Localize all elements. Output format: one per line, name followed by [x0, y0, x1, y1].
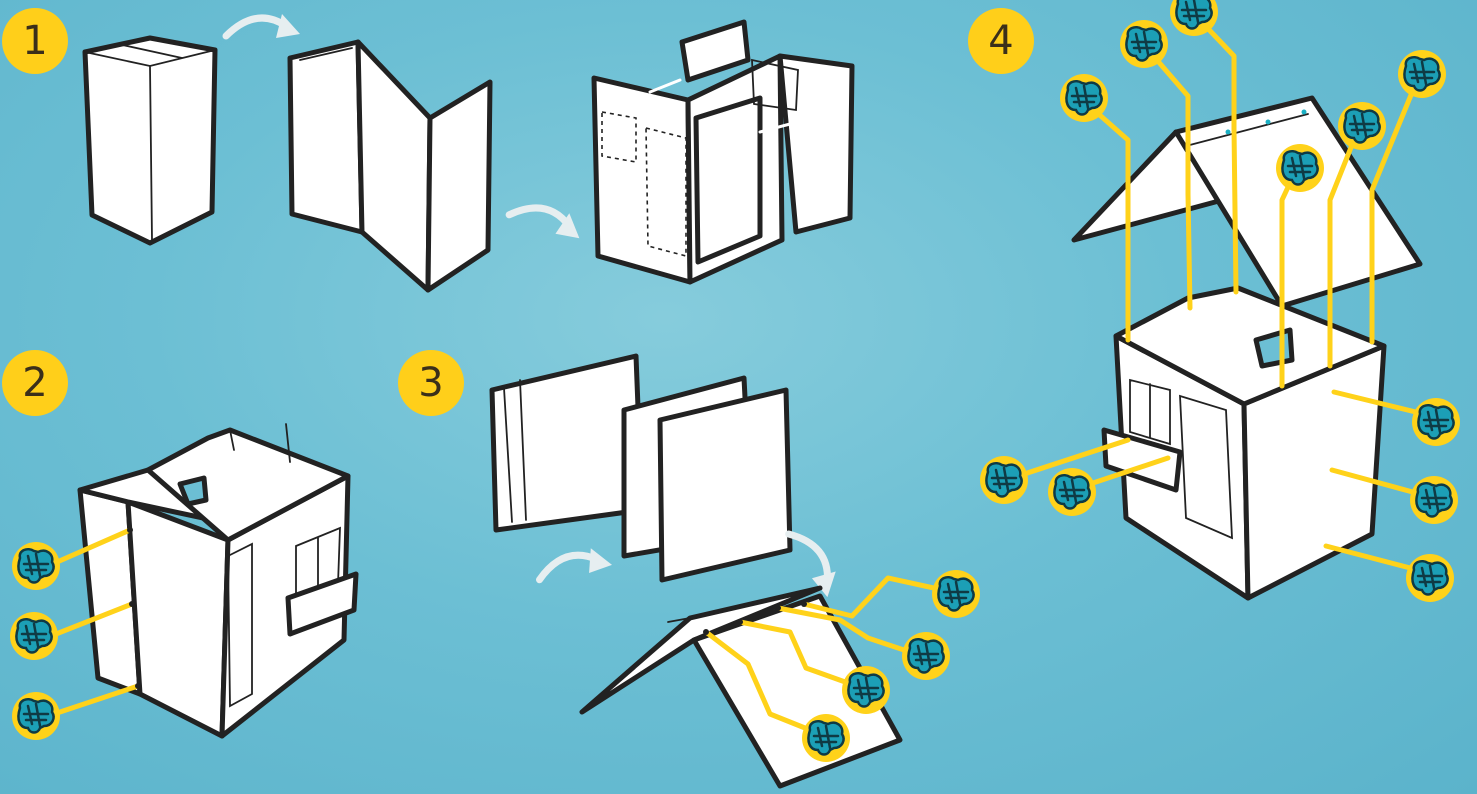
- fastener-peg-icon: [1338, 102, 1386, 150]
- fastener-peg-icon: [1048, 468, 1096, 516]
- curved-arrow-icon: [536, 545, 613, 581]
- fastener-peg-icon: [10, 612, 58, 660]
- fastener-peg-icon: [1412, 398, 1460, 446]
- step1-box-with-window: [594, 22, 852, 282]
- fastener-peg-icon: [1060, 74, 1108, 122]
- fastener-peg-icon: [1398, 50, 1446, 98]
- fastener-peg-icon: [1120, 20, 1168, 68]
- step1-unfolded-box: [290, 42, 490, 290]
- curved-arrow-icon: [508, 194, 586, 242]
- fastener-peg-icon: [1276, 144, 1324, 192]
- fastener-peg-icon: [12, 542, 60, 590]
- fastener-peg-icon: [1406, 554, 1454, 602]
- fastener-peg-icon: [12, 692, 60, 740]
- fastener-peg-icon: [802, 714, 850, 762]
- fastener-peg-icon: [902, 632, 950, 680]
- step3-panels: [492, 356, 790, 580]
- fastener-peg-icon: [842, 666, 890, 714]
- fastener-peg-icon: [932, 570, 980, 618]
- fastener-peg-icon: [1410, 476, 1458, 524]
- curved-arrow-icon: [226, 14, 300, 38]
- step1-folded-box: [85, 38, 215, 243]
- fastener-peg-icon: [980, 456, 1028, 504]
